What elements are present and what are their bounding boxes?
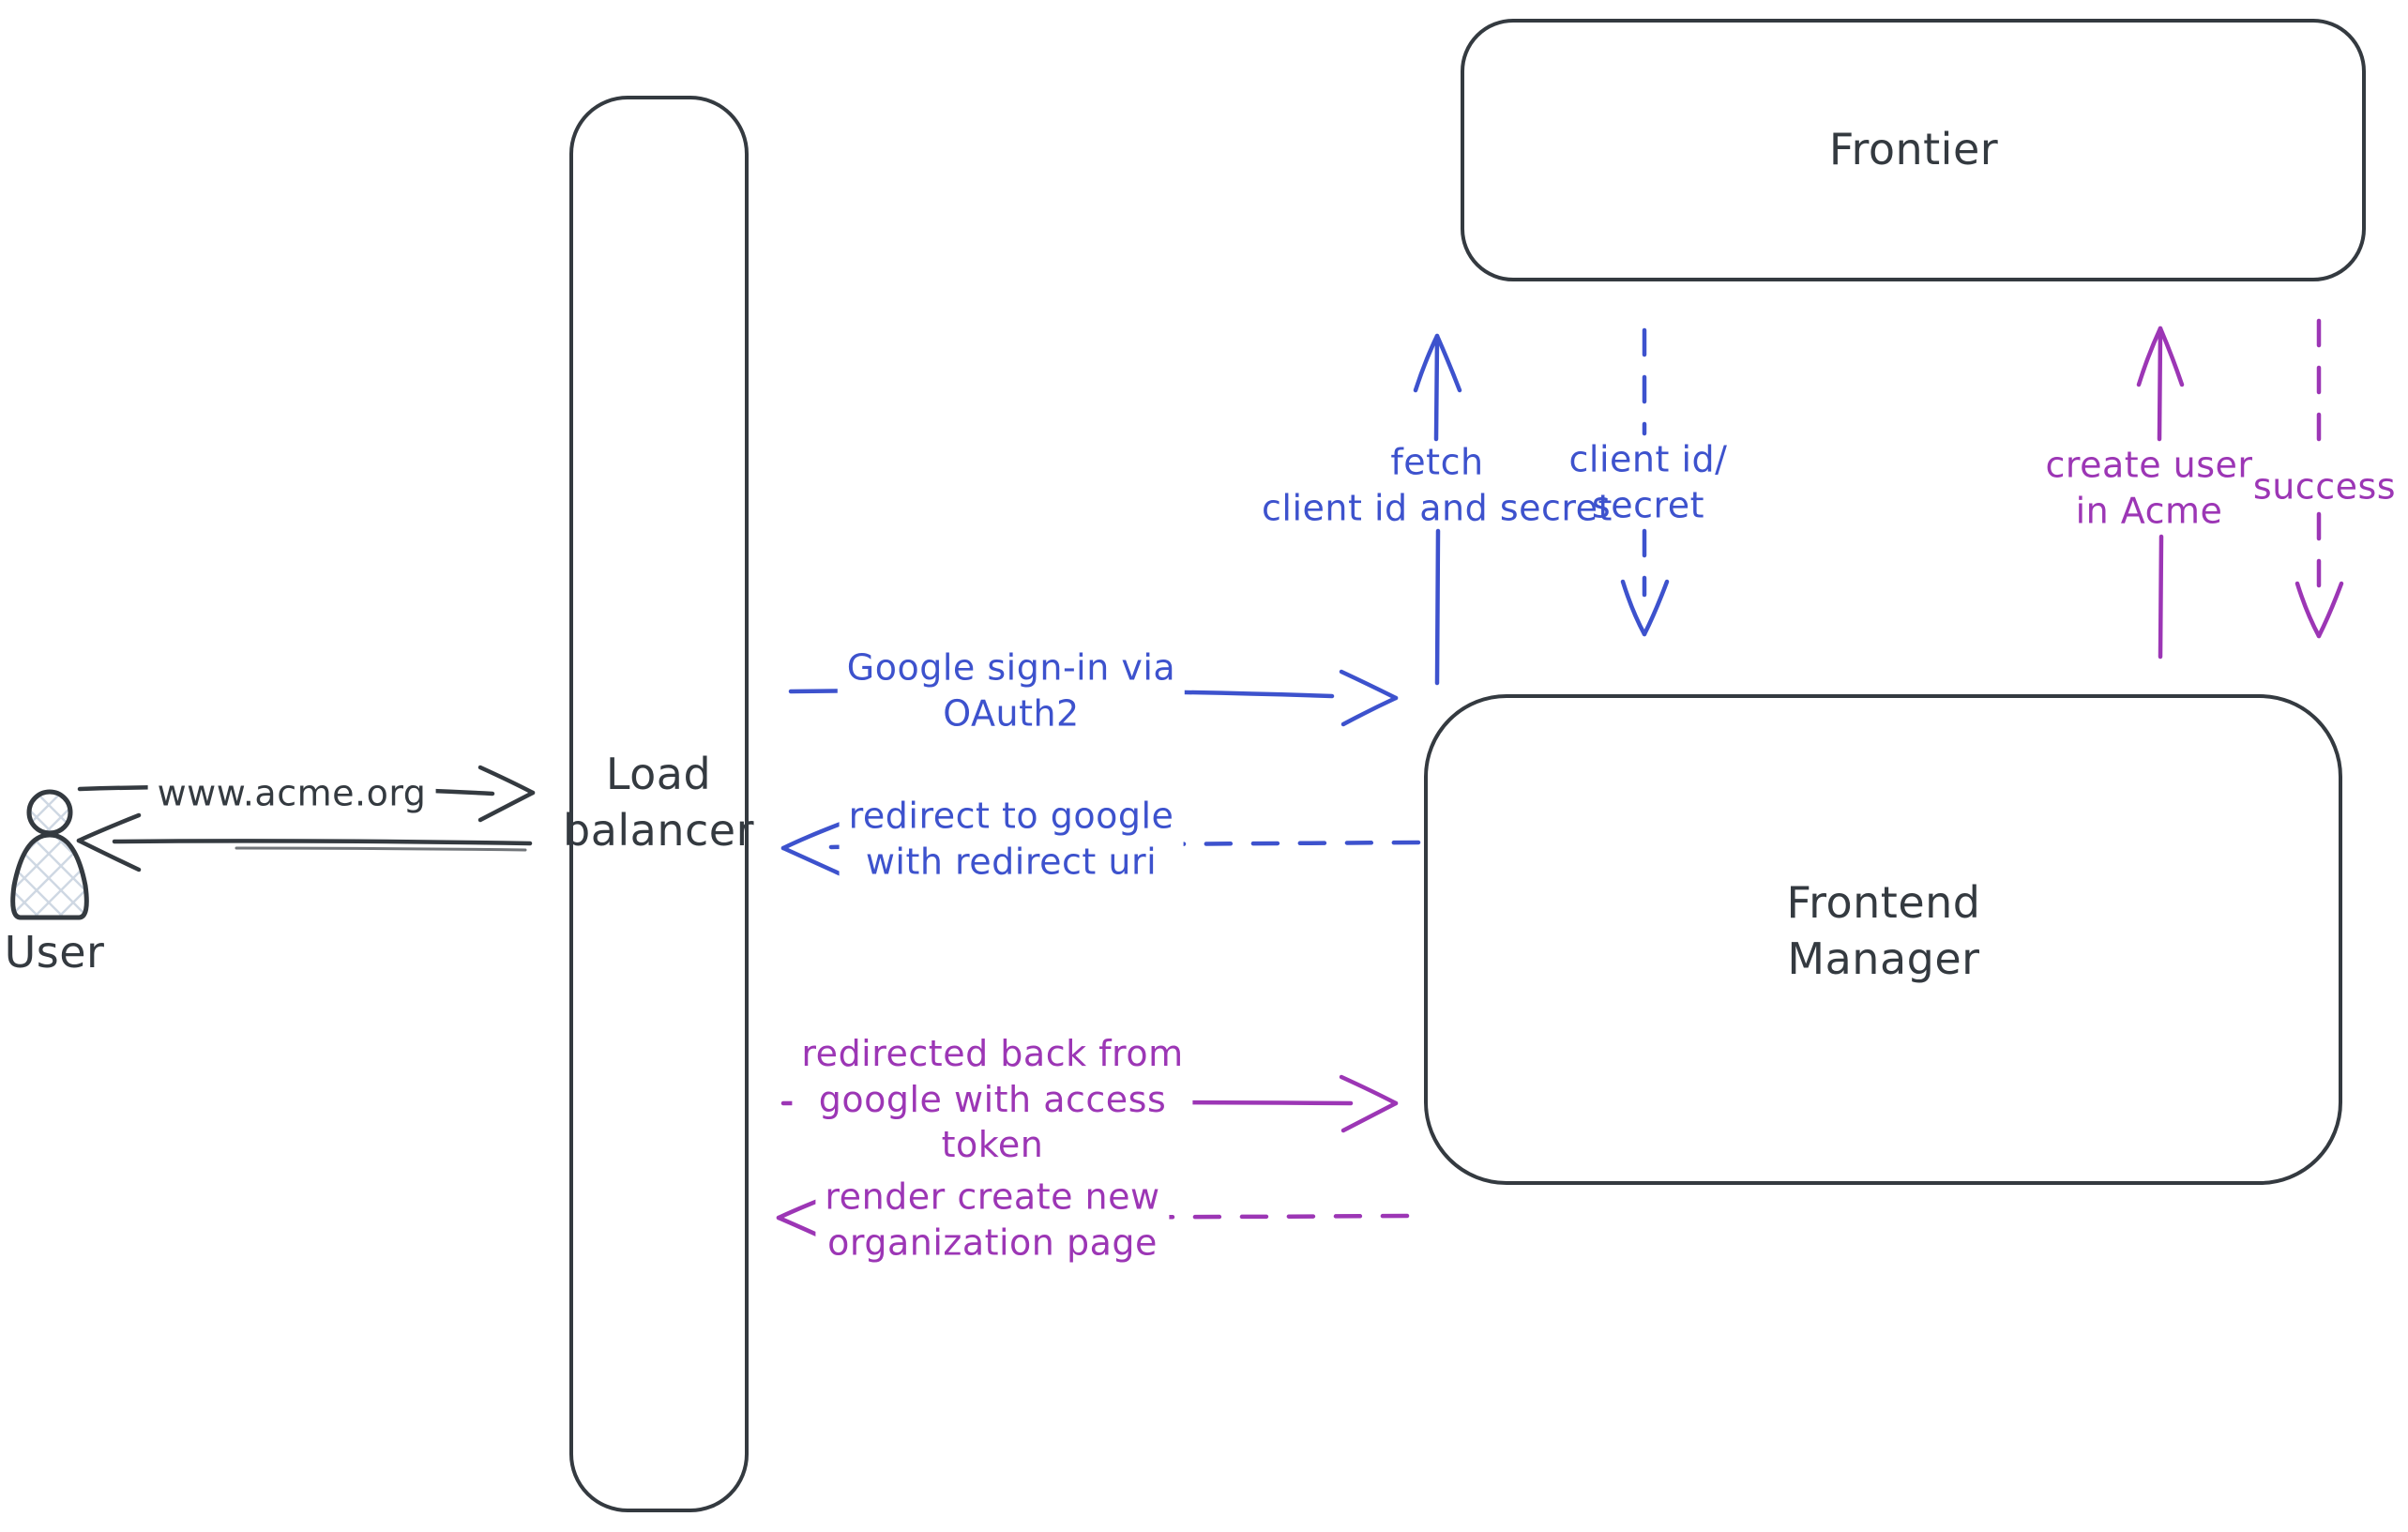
arrowhead-left-icon: [76, 812, 142, 872]
load-balancer-label: Load balancer: [562, 749, 755, 856]
arrowhead-up-icon: [2136, 326, 2185, 387]
edge-label-success: success: [2252, 465, 2397, 508]
edge-label-fetch-client-secret: fetch client id and secret: [1262, 441, 1613, 528]
edge-label-create-user: create user in Acme: [2045, 444, 2253, 531]
frontend-manager-label: Frontend Manager: [1786, 877, 1981, 984]
node-frontend-manager: [1424, 694, 2342, 1185]
arrowhead-down-icon: [1620, 579, 1670, 637]
edge-label-render-create-org: render create new organization page: [815, 1172, 1170, 1267]
arrow-create-user: [2136, 326, 2185, 660]
arrowhead-up-icon: [1413, 333, 1462, 393]
arrow-client-id-secret: [1620, 327, 1670, 637]
arrow-fetch-client-secret: [1413, 333, 1462, 686]
edge-label-redirect-to-google: redirect to google with redirect uri: [839, 791, 1184, 887]
edge-label-client-id-secret: client id/ secret: [1568, 438, 1728, 525]
edge-label-www-request: www.acme.org: [147, 768, 436, 819]
arrowhead-down-icon: [2294, 581, 2344, 639]
node-frontier: [1461, 19, 2366, 281]
frontier-label: Frontier: [1828, 124, 1999, 175]
edge-label-redirected-back: redirected back from google with access …: [792, 1029, 1193, 1170]
arrow-lb-response: [76, 812, 533, 872]
arrowhead-right-icon: [1339, 1074, 1399, 1133]
user-label: User: [4, 927, 105, 978]
user-icon: [10, 789, 89, 920]
arrowhead-left-icon: [780, 820, 846, 878]
node-load-balancer: [569, 96, 749, 1512]
arrow-success: [2294, 318, 2344, 639]
arrowhead-right-icon: [477, 765, 536, 823]
arrowhead-right-icon: [1339, 669, 1399, 727]
edge-label-google-signin: Google sign-in via OAuth2: [837, 643, 1186, 738]
